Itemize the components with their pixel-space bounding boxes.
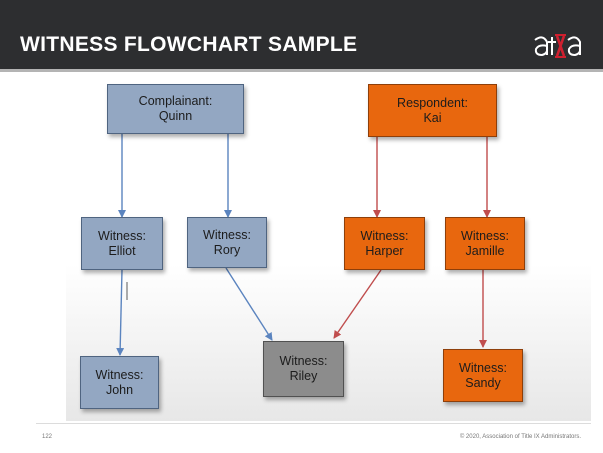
- witness-sandy-box: Witness: Sandy: [443, 349, 523, 402]
- arrow-rory-to-riley: [225, 267, 273, 341]
- slide-number: 122: [42, 434, 53, 440]
- witness-john-role: Witness:: [95, 367, 144, 382]
- atixa-logo: [534, 34, 581, 58]
- witness-jamille-box: Witness: Jamille: [445, 217, 525, 270]
- copyright-notice: © 2020, Association of Title IX Administ…: [459, 434, 581, 440]
- witness-john-name: John: [105, 382, 134, 397]
- witness-harper-box: Witness: Harper: [344, 217, 425, 270]
- witness-riley-name: Riley: [289, 369, 318, 383]
- complainant-box: Complainant: Quinn: [107, 84, 244, 134]
- respondent-box: Respondent: Kai: [368, 84, 497, 137]
- witness-sandy-role: Witness:: [459, 360, 507, 375]
- witness-elliot-role: Witness:: [98, 228, 146, 243]
- witness-riley-role: Witness:: [279, 354, 328, 368]
- witness-john-box: Witness: John: [80, 356, 159, 409]
- witness-rory-role: Witness:: [203, 227, 251, 242]
- witness-jamille-role: Witness:: [461, 228, 509, 243]
- respondent-role: Respondent:: [397, 95, 468, 110]
- witness-elliot-box: Witness: Elliot: [81, 217, 163, 270]
- slide-title: WITNESS FLOWCHART SAMPLE: [20, 33, 358, 56]
- arrow-harper-to-riley: [333, 269, 382, 339]
- witness-elliot-name: Elliot: [108, 243, 136, 258]
- arrow-elliot-to-john: [116, 269, 125, 356]
- witness-rory-name: Rory: [213, 242, 241, 257]
- footer-divider: [36, 423, 591, 424]
- witness-harper-role: Witness:: [360, 228, 409, 243]
- witness-riley-box: Witness: Riley: [263, 341, 344, 397]
- witness-jamille-name: Jamille: [465, 243, 505, 258]
- witness-harper-name: Harper: [365, 243, 404, 258]
- witness-sandy-name: Sandy: [465, 375, 501, 390]
- complainant-name: Quinn: [158, 109, 193, 123]
- slide-header: WITNESS FLOWCHART SAMPLE: [0, 0, 603, 72]
- complainant-role: Complainant:: [138, 94, 213, 108]
- respondent-name: Kai: [423, 110, 442, 125]
- witness-rory-box: Witness: Rory: [187, 217, 267, 268]
